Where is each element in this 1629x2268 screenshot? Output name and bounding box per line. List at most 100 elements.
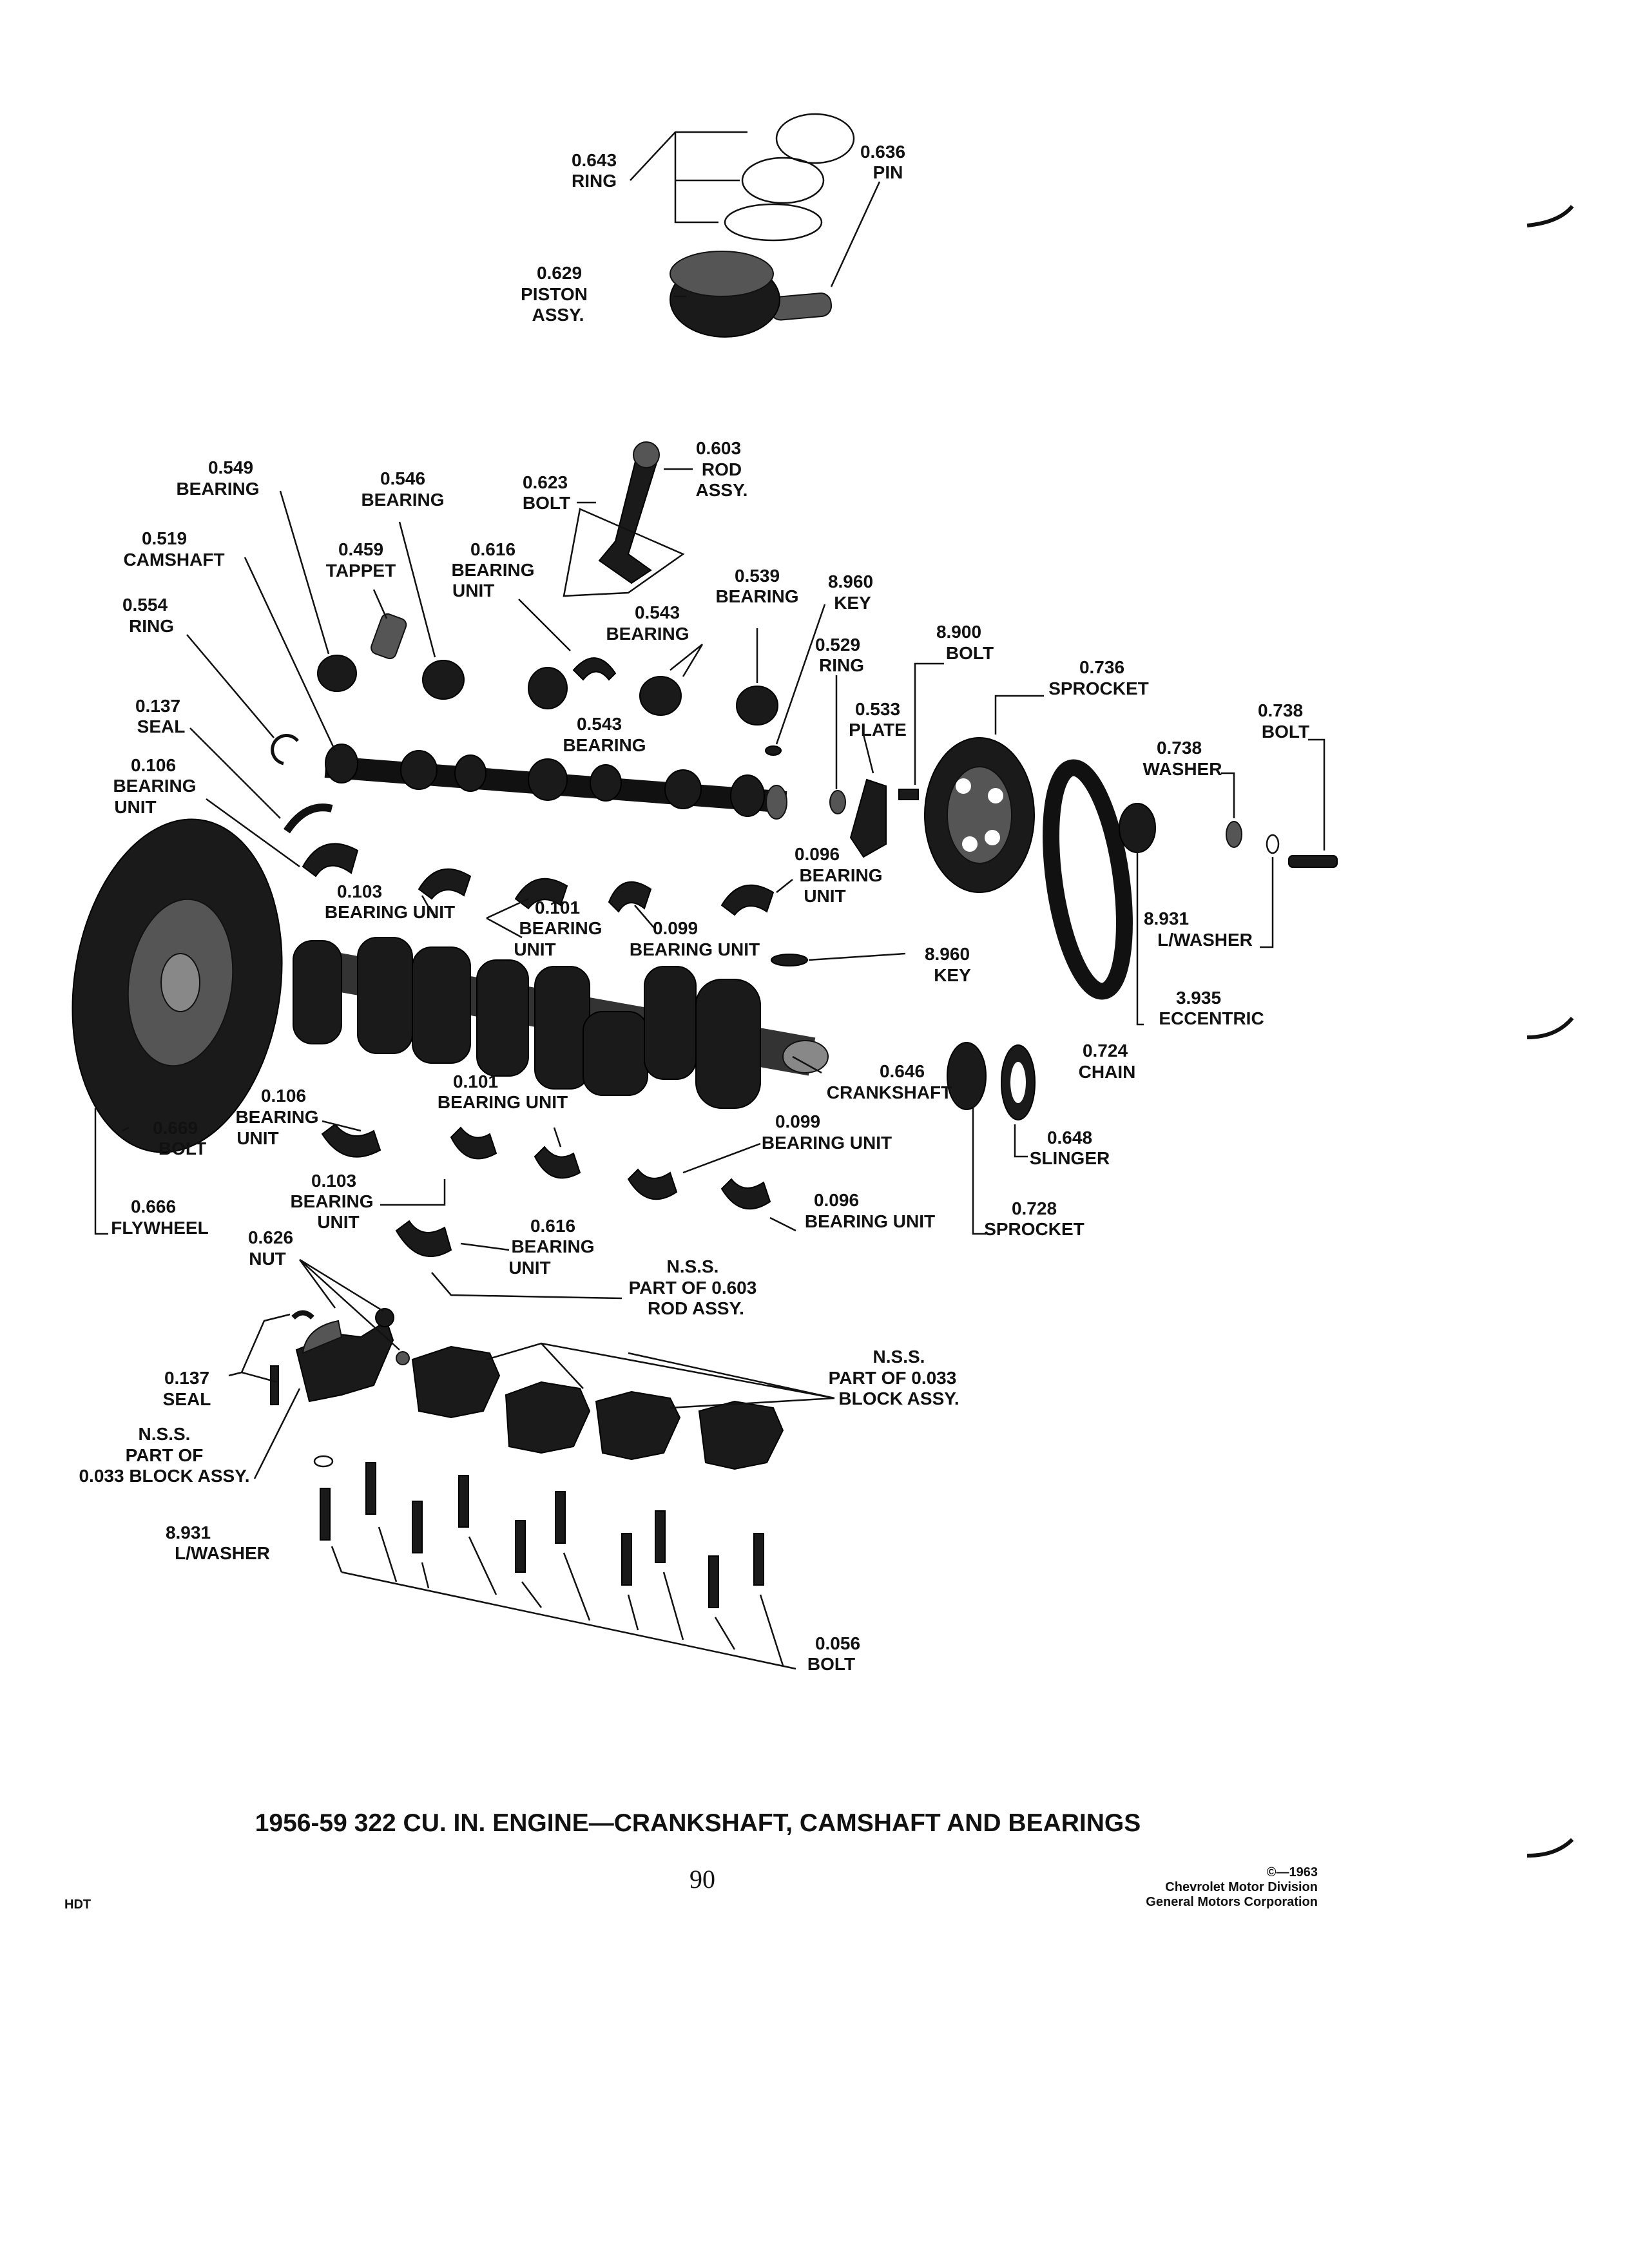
rod-bearing-unit (572, 657, 617, 681)
label-bearing-0549-name: BEARING (176, 479, 259, 499)
label-bolt-0738-num: 0.738 (1258, 700, 1303, 720)
label-bearing-unit-0096-top-name: BEARING (799, 865, 882, 885)
label-crankshaft-name: CRANKSHAFT (827, 1082, 952, 1102)
label-nss-block-left-3: 0.033 BLOCK ASSY. (79, 1466, 249, 1486)
label-bolt-0669-num: 0.669 (153, 1118, 198, 1138)
main-bearing-lower (321, 1123, 771, 1210)
label-bearing-unit-0096-top-unit: UNIT (804, 886, 845, 906)
copyright-line-1: ©—1963 (1267, 1865, 1318, 1879)
label-nss-rod-3: ROD ASSY. (648, 1298, 744, 1318)
label-bearing-0546-num: 0.546 (380, 468, 425, 488)
label-seal-0137-top-name: SEAL (137, 716, 186, 736)
main-cap-nut (375, 1308, 410, 1365)
label-bearing-unit-0101-top-unit: UNIT (514, 939, 555, 959)
piston-assembly (670, 251, 780, 338)
label-key-mid-num: 8.960 (925, 944, 970, 964)
label-ring-0529-name: RING (819, 655, 864, 675)
copyright-line-3: General Motors Corporation (1146, 1895, 1318, 1909)
label-bearing-unit-0103-top-name: BEARING UNIT (325, 902, 455, 922)
oil-slinger (1001, 1044, 1036, 1120)
label-washer-0738-num: 0.738 (1157, 738, 1202, 758)
label-camshaft-name: CAMSHAFT (123, 550, 224, 570)
label-bolt-8900-name: BOLT (946, 643, 994, 663)
label-chain-name: CHAIN (1079, 1062, 1136, 1082)
label-slinger-num: 0.648 (1047, 1128, 1092, 1148)
label-sprocket-0728-name: SPROCKET (984, 1219, 1084, 1239)
label-ring-0643-num: 0.643 (572, 150, 617, 170)
scan-edge-marks (1527, 205, 1574, 1858)
label-bearing-0543-b-num: 0.543 (577, 714, 622, 734)
label-camshaft-num: 0.519 (142, 528, 187, 548)
label-seal-0137-bot-num: 0.137 (164, 1368, 209, 1388)
camshaft-bearing (317, 655, 778, 726)
lock-washer (1266, 834, 1280, 854)
lower-lock-washer (313, 1455, 334, 1468)
label-bearing-unit-0103-bot-name: BEARING (290, 1191, 373, 1211)
sprocket-bolt (1288, 855, 1338, 868)
label-piston-assy: ASSY. (532, 305, 584, 325)
label-lwasher-left-num: 8.931 (166, 1523, 211, 1542)
label-bearing-unit-0616-top-num: 0.616 (470, 539, 516, 559)
snap-ring (271, 734, 299, 765)
label-sprocket-0736-num: 0.736 (1079, 657, 1124, 677)
label-nss-rod-1: N.S.S. (667, 1256, 719, 1276)
label-bearing-unit-0101-bot-num: 0.101 (453, 1072, 498, 1091)
label-key-mid-name: KEY (934, 965, 971, 985)
label-bearing-0539-name: BEARING (715, 586, 798, 606)
lower-seal (270, 1310, 314, 1405)
label-bearing-unit-0616-bot-num: 0.616 (530, 1216, 575, 1236)
crankshaft (293, 937, 829, 1109)
label-lwasher-right-name: L/WASHER (1157, 930, 1253, 950)
piston-ring-set (724, 113, 855, 242)
label-bearing-unit-0106-bot-unit: UNIT (236, 1128, 278, 1148)
label-pin-name: PIN (873, 162, 903, 182)
label-rod-num: 0.603 (696, 438, 741, 458)
label-plate-name: PLATE (849, 720, 907, 740)
flywheel (72, 818, 283, 1153)
label-chain-num: 0.724 (1083, 1041, 1128, 1061)
label-nss-rod-2: PART OF 0.603 (629, 1278, 757, 1298)
label-ring-0554-num: 0.554 (122, 595, 168, 615)
label-bearing-0543-a-name: BEARING (606, 624, 689, 644)
label-bearing-unit-0101-bot-name: BEARING UNIT (438, 1092, 568, 1112)
valve-tappet (371, 613, 407, 660)
label-rod-name: ROD (702, 459, 742, 479)
crankshaft-sprocket (947, 1042, 987, 1110)
label-washer-0738-name: WASHER (1143, 759, 1222, 779)
woodruff-key (765, 745, 782, 756)
camshaft (324, 744, 787, 820)
main-bearing-caps (411, 1345, 784, 1470)
label-bolt-0738-name: BOLT (1262, 722, 1309, 742)
label-flywheel-name: FLYWHEEL (111, 1218, 208, 1238)
label-bearing-unit-0616-top-unit: UNIT (452, 581, 494, 601)
label-bearing-unit-0101-top-num: 0.101 (535, 898, 580, 918)
footer-left-code: HDT (64, 1898, 91, 1912)
label-bearing-unit-0096-bot-num: 0.096 (814, 1190, 859, 1210)
label-ring-0554-name: RING (129, 616, 174, 636)
rear-main-seal (284, 803, 333, 834)
label-pin-num: 0.636 (860, 142, 905, 162)
label-bearing-unit-0103-bot-unit: UNIT (317, 1212, 359, 1232)
eccentric (1119, 803, 1156, 853)
label-tappet-name: TAPPET (326, 561, 396, 581)
label-nut-name: NUT (249, 1249, 286, 1269)
label-eccentric-name: ECCENTRIC (1159, 1008, 1264, 1028)
label-bearing-unit-0101-top-name: BEARING (519, 918, 602, 938)
thrust-ring (829, 790, 846, 814)
label-lwasher-right-num: 8.931 (1144, 908, 1189, 928)
label-bearing-unit-0103-bot-num: 0.103 (311, 1171, 356, 1191)
label-seal-0137-top-num: 0.137 (135, 696, 180, 716)
thrust-plate (849, 778, 887, 858)
crankshaft-key (771, 954, 808, 966)
label-piston-num: 0.629 (537, 263, 582, 283)
label-bolt-0623-num: 0.623 (523, 472, 568, 492)
label-bearing-unit-0616-bot-unit: UNIT (508, 1258, 550, 1278)
label-bearing-unit-0106-bot-num: 0.106 (261, 1086, 306, 1106)
label-lwasher-left-name: L/WASHER (175, 1543, 270, 1563)
label-nss-block-right-2: PART OF 0.033 (829, 1368, 957, 1388)
label-tappet-num: 0.459 (338, 539, 383, 559)
label-bearing-unit-0106-top-name: BEARING (113, 776, 196, 796)
label-crankshaft-num: 0.646 (880, 1061, 925, 1081)
plate-bolt (898, 789, 919, 800)
